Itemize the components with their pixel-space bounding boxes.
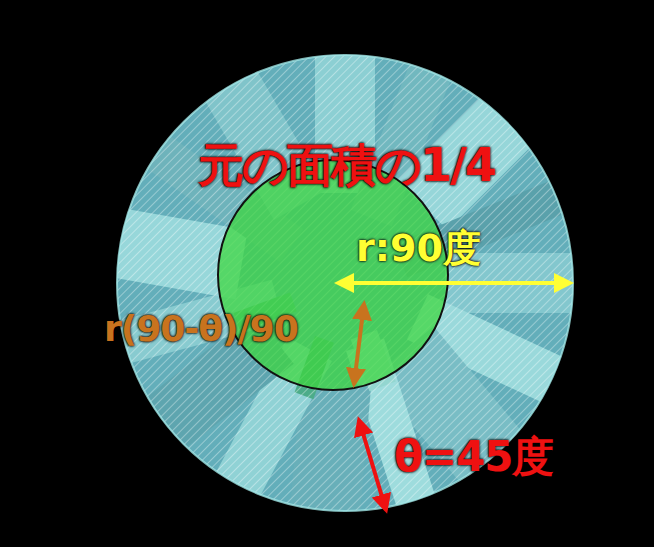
inner-circle	[218, 160, 448, 390]
inner-radius-arrow	[354, 304, 364, 384]
area-label: 元の面積の1/4	[198, 140, 495, 191]
theta-arrow	[359, 420, 386, 510]
city-photo	[103, 43, 585, 525]
radius-arrow	[338, 281, 570, 285]
theta-label: θ=45度	[394, 434, 554, 480]
inner-radius-label: r(90-θ)/90	[104, 309, 298, 349]
outer-circle	[117, 55, 573, 511]
radius-label: r:90度	[356, 228, 481, 270]
